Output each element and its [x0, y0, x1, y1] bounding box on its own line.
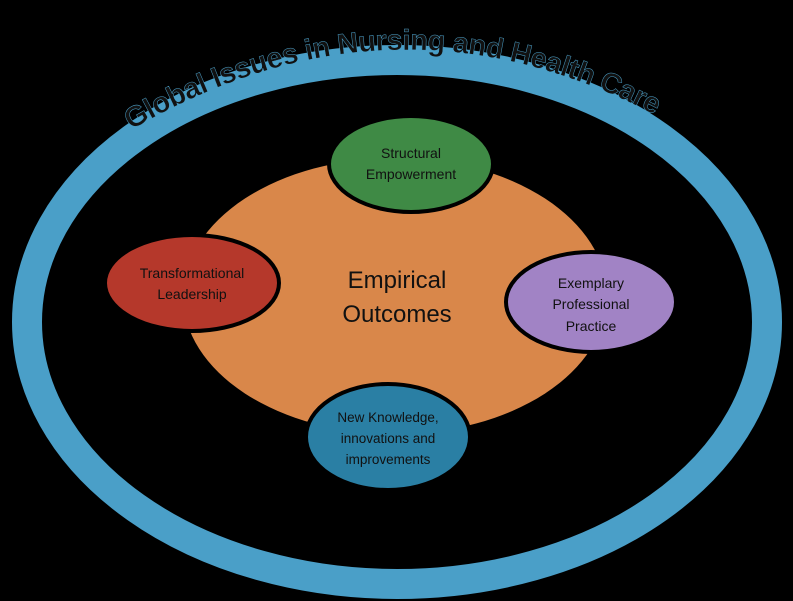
node-new-knowledge-line2: innovations and: [341, 431, 436, 446]
center-ellipse: [183, 158, 607, 434]
node-structural-empowerment-shape: [327, 114, 495, 214]
center-label-line1: Empirical: [348, 267, 447, 294]
node-new-knowledge-line3: improvements: [346, 452, 431, 467]
center-label-line2: Outcomes: [342, 301, 451, 328]
node-transformational-leadership: Transformational Leadership: [103, 233, 281, 333]
node-new-knowledge-line1: New Knowledge,: [337, 410, 438, 425]
node-exemplary-professional-practice-shape: [504, 250, 678, 354]
node-exemplary-professional-practice-line2: Professional: [552, 296, 629, 312]
node-transformational-leadership-line2: Leadership: [157, 286, 226, 302]
node-new-knowledge: New Knowledge, innovations and improveme…: [304, 382, 472, 492]
node-structural-empowerment: Structural Empowerment: [327, 114, 495, 214]
node-structural-empowerment-line2: Empowerment: [366, 166, 456, 182]
node-exemplary-professional-practice-line1: Exemplary: [558, 275, 624, 291]
node-transformational-leadership-line1: Transformational: [140, 265, 245, 281]
node-structural-empowerment-line1: Structural: [381, 145, 441, 161]
node-transformational-leadership-shape: [103, 233, 281, 333]
node-new-knowledge-shape: [304, 382, 472, 492]
outer-ring: [12, 45, 782, 599]
node-exemplary-professional-practice-line3: Practice: [566, 318, 617, 334]
node-exemplary-professional-practice: Exemplary Professional Practice: [504, 250, 678, 354]
